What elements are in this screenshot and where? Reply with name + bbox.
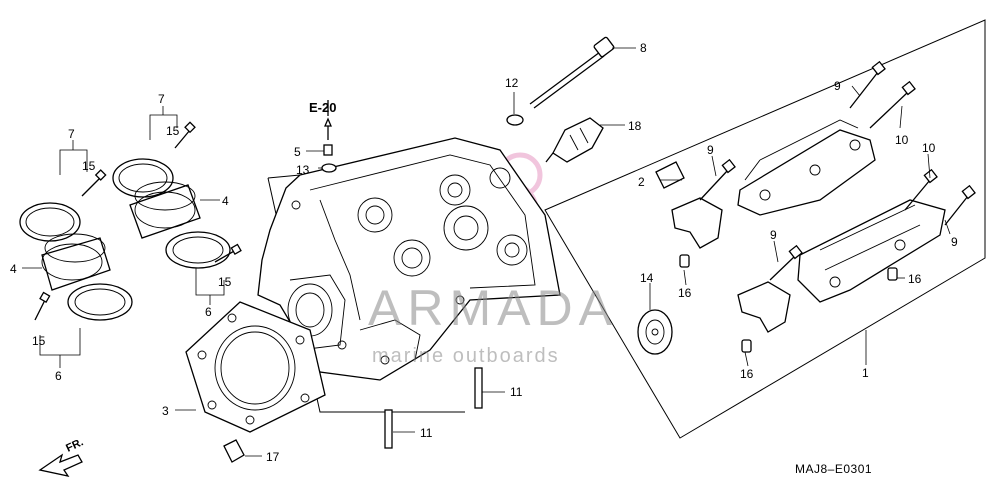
callout-6-right: 6 (205, 305, 212, 319)
callout-14: 14 (640, 271, 654, 285)
callout-9-top: 9 (834, 79, 841, 93)
rocker-bolts (699, 60, 976, 281)
spark-plug (545, 117, 604, 163)
callout-5: 5 (294, 145, 301, 159)
callout-16-left: 16 (678, 286, 692, 300)
callout-12: 12 (505, 76, 519, 90)
rocker-cap-upper (671, 197, 723, 249)
callout-11-upper: 11 (510, 385, 523, 399)
callout-6-left: 6 (55, 369, 62, 383)
e20-reference: E-20 (309, 100, 336, 116)
bolt-8 (529, 36, 615, 109)
dowel-17 (223, 439, 245, 463)
reference-label: E-20 (309, 100, 336, 115)
washer-12 (506, 114, 524, 126)
callout-3: 3 (162, 404, 169, 418)
front-label: FR. (64, 436, 85, 454)
callout-16-right: 16 (908, 272, 922, 286)
callout-2: 2 (638, 175, 645, 189)
diagram-code: MAJ8–E0301 (795, 462, 872, 476)
callout-13: 13 (296, 163, 310, 177)
callout-9-mid: 9 (707, 143, 714, 157)
rocker-assembly-frame (544, 19, 986, 439)
head-gasket (185, 301, 326, 433)
watermark-tagline: marine outboards (372, 345, 560, 367)
leader-lines (22, 47, 951, 457)
callout-4-left: 4 (10, 262, 17, 276)
callout-9-lower: 9 (770, 228, 777, 242)
cylinder-head (257, 137, 561, 381)
dowels (655, 161, 898, 353)
callout-1: 1 (862, 366, 869, 380)
callout-9-right: 9 (951, 235, 958, 249)
callout-17: 17 (266, 450, 280, 464)
callout-11-lower: 11 (420, 426, 433, 440)
callout-10-right: 10 (922, 141, 936, 155)
watermark-brand: ARMADA (368, 280, 618, 336)
intake-insulator-right (112, 158, 231, 269)
fitting-and-washer (321, 117, 337, 173)
cam-sprocket (637, 309, 673, 355)
front-arrow: FR. (38, 436, 85, 477)
screws (34, 121, 242, 321)
callout-4-right: 4 (222, 194, 229, 208)
callout-15-d: 15 (32, 334, 46, 348)
studs (384, 367, 483, 449)
callout-15-c: 15 (218, 275, 232, 289)
callout-8: 8 (640, 41, 647, 55)
callout-15-b: 15 (166, 124, 180, 138)
rocker-cap-lower (737, 281, 791, 333)
rocker-holder-lower (797, 199, 946, 303)
callout-7-right: 7 (158, 92, 165, 106)
callout-7-left: 7 (68, 127, 75, 141)
callout-18: 18 (628, 119, 642, 133)
rocker-holder-upper (737, 119, 876, 216)
callout-15-a: 15 (82, 159, 96, 173)
callout-10-top: 10 (895, 133, 909, 147)
callouts: 8 12 18 2 5 13 14 3 17 11 11 4 4 6 6 7 7… (10, 41, 958, 464)
callout-16-mid: 16 (740, 367, 754, 381)
intake-insulator-left (19, 202, 133, 321)
